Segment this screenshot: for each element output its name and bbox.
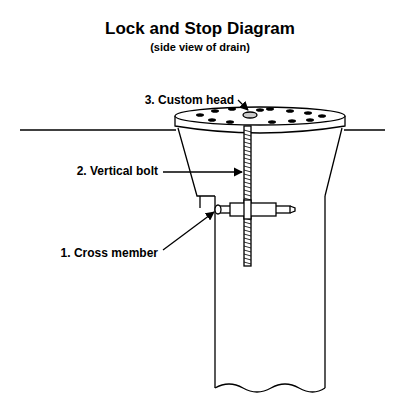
thread-stroke (244, 146, 251, 148)
callout-label: 1. Cross member (61, 247, 158, 260)
thread-stroke (244, 182, 251, 184)
thread-stroke (244, 222, 251, 224)
thread-stroke (244, 154, 251, 156)
thread-stroke (244, 254, 251, 256)
cross-member-end (215, 205, 221, 214)
drain-hole (211, 109, 219, 113)
thread-stroke (244, 150, 251, 152)
thread-stroke (244, 190, 251, 192)
vertical-bolt (244, 126, 251, 266)
thread-stroke (244, 166, 251, 168)
leader-arrow (238, 100, 248, 110)
thread-stroke (244, 174, 251, 176)
thread-stroke (244, 230, 251, 232)
drain-hole (228, 107, 236, 111)
drain-hole (266, 107, 274, 111)
floor-line (20, 129, 176, 130)
drain-hole (306, 118, 314, 122)
thread-stroke (244, 138, 251, 140)
thread-stroke (244, 226, 251, 228)
subtitle: (side view of drain) (150, 41, 250, 53)
thread-stroke (244, 170, 251, 172)
pipe-break (215, 384, 325, 392)
thread-stroke (244, 258, 251, 260)
drain-wall (199, 196, 200, 208)
drain-hole (286, 109, 294, 113)
thread-stroke (244, 194, 251, 196)
floor-line (344, 129, 385, 130)
thread-stroke (244, 158, 251, 160)
thread-stroke (244, 238, 251, 240)
head-holes (196, 107, 326, 124)
thread-stroke (244, 186, 251, 188)
thread-stroke (244, 250, 251, 252)
bolt-head (243, 112, 257, 118)
leader-arrow (163, 171, 242, 172)
thread-stroke (244, 246, 251, 248)
drain-hole (208, 118, 216, 122)
cross-member-nut (244, 200, 251, 219)
thread-stroke (244, 142, 251, 144)
callout-label: 3. Custom head (145, 94, 234, 107)
drain-hole (196, 113, 204, 117)
drain-hole (304, 111, 312, 115)
drain-hole (256, 108, 264, 112)
drain-hole (288, 119, 296, 123)
thread-stroke (244, 134, 251, 136)
thread-stroke (244, 262, 251, 264)
bolt-threads (244, 130, 251, 264)
leader-arrow (163, 212, 214, 250)
drain-bowl (178, 128, 342, 196)
diagram-title: Lock and Stop Diagram (105, 20, 295, 39)
drain-hole (226, 120, 234, 124)
custom-head-top (175, 107, 345, 125)
thread-stroke (244, 234, 251, 236)
drain-hole (268, 120, 276, 124)
thread-stroke (244, 162, 251, 164)
thread-stroke (244, 178, 251, 180)
cross-member-body (230, 203, 276, 216)
thread-stroke (244, 130, 251, 132)
drain-hole (318, 114, 326, 118)
thread-stroke (244, 242, 251, 244)
callout-label: 2. Vertical bolt (77, 165, 158, 178)
drain-pipe (215, 196, 325, 388)
cross-member-tip (290, 206, 295, 213)
